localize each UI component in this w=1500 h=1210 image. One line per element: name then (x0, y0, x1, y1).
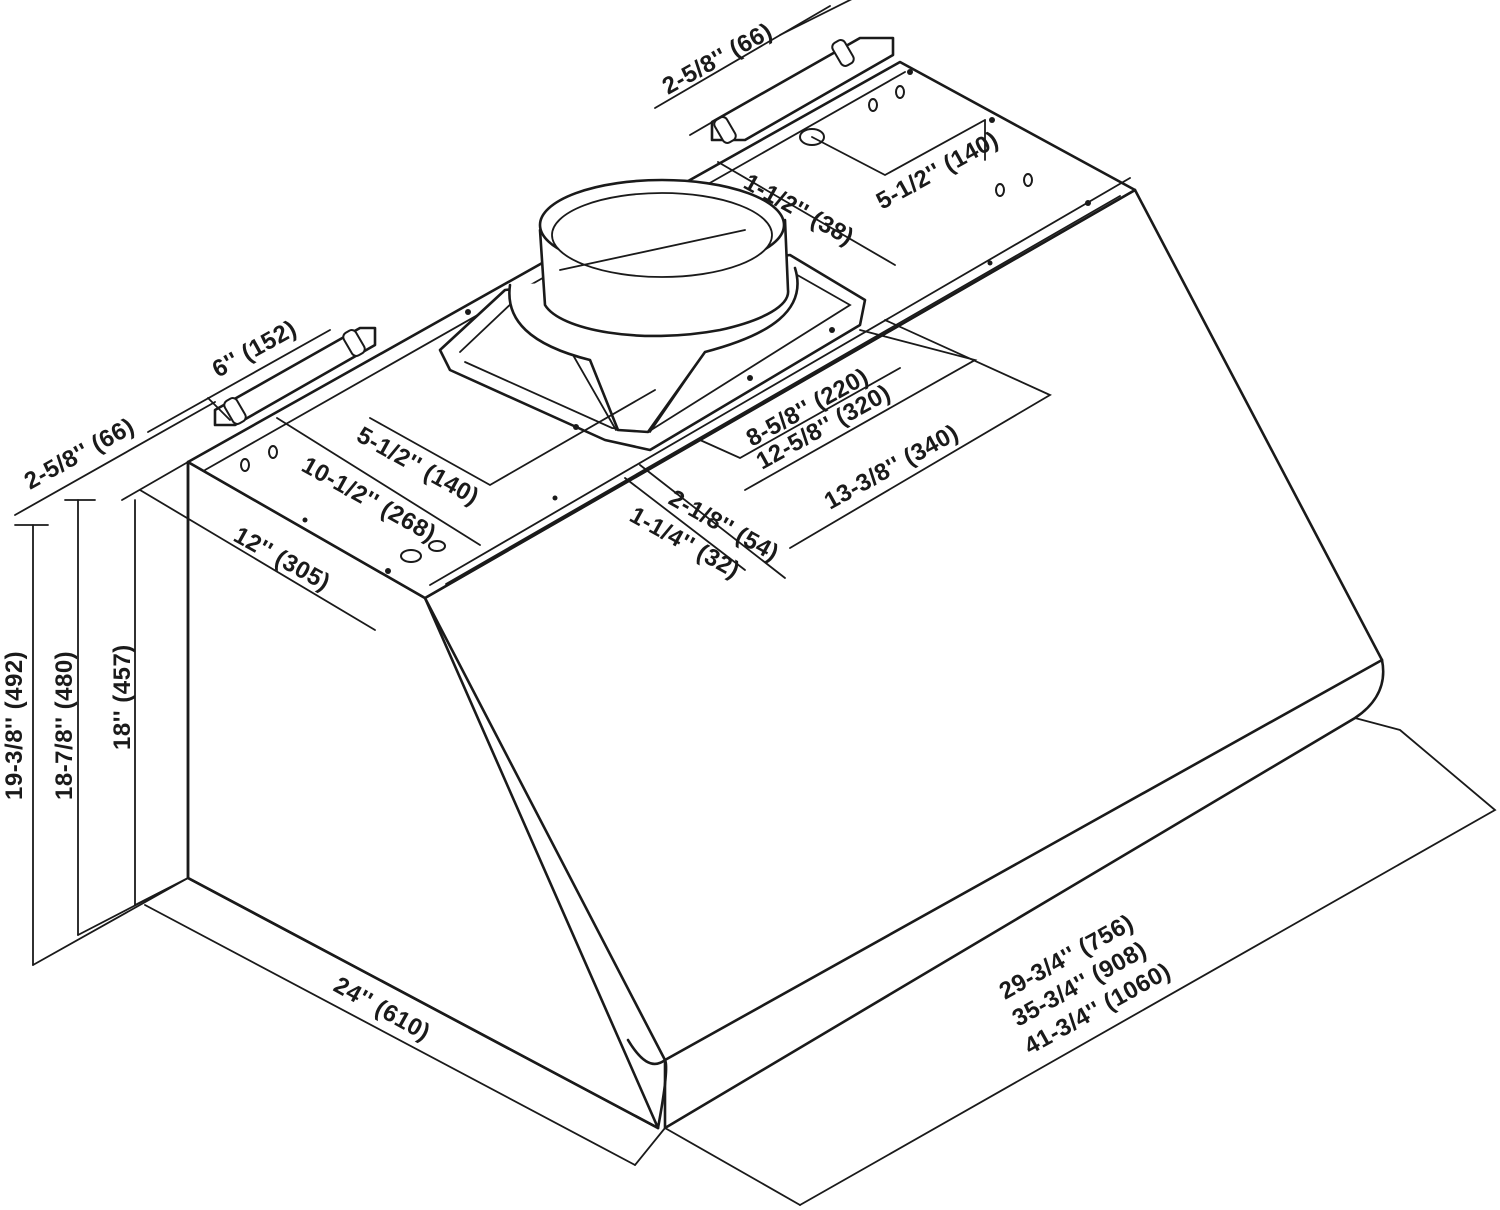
dim-height-mid: 18-7/8'' (480) (51, 651, 78, 800)
bracket-slot-icon (342, 329, 366, 357)
mounting-brackets (213, 36, 895, 427)
dim-height-total: 19-3/8'' (492) (1, 651, 28, 800)
dim-height-body: 18'' (457) (109, 644, 136, 750)
duct-collar (438, 178, 867, 452)
bracket-slot-icon (223, 397, 247, 425)
dim-top-bracket-right: 2-5/8'' (66) (658, 18, 777, 101)
bracket-slot-icon (831, 39, 855, 67)
dimension-lines (14, 0, 1497, 1206)
